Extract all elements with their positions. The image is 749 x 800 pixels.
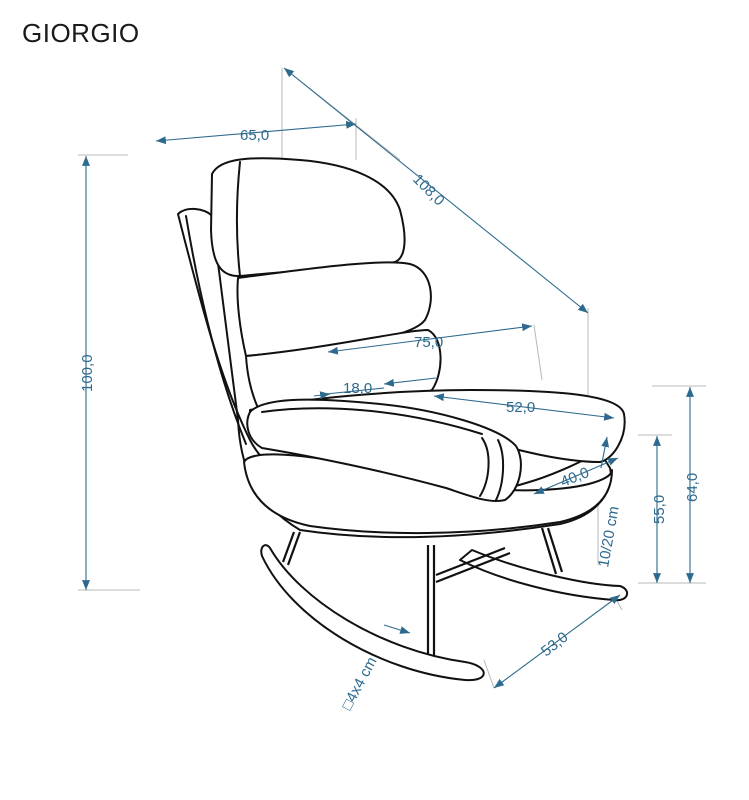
label-base-length: 53,0 [538, 629, 571, 660]
dim-line-seat-width [533, 457, 619, 495]
dim-line-base-length [493, 594, 621, 689]
headrest-cushion [210, 157, 406, 278]
label-width: 65,0 [240, 127, 269, 144]
label-leg-profile: □4x4 cm [339, 654, 381, 713]
chair-outline [177, 157, 629, 682]
dim-line-diagonal [283, 67, 589, 314]
dimension-labels: 65,0 108,0 100,0 75,0 18,0 52,0 40,0 10/… [79, 127, 701, 713]
leg-back-left [286, 531, 302, 566]
label-height-total: 100,0 [79, 354, 96, 392]
dim-line-armrest-height [325, 387, 385, 395]
rocker-rail-back [459, 549, 629, 602]
label-armrest-height: 18,0 [343, 380, 372, 397]
label-seat-depth: 52,0 [506, 399, 535, 416]
leg-back-right [546, 527, 564, 573]
label-armrest-depth: 75,0 [414, 334, 443, 351]
label-diagonal: 108,0 [409, 171, 448, 210]
label-arm-height: 64,0 [684, 473, 701, 502]
leg-brace [435, 546, 506, 577]
dim-line-seat-depth [433, 393, 615, 421]
dim-line-armrest-depth [327, 323, 533, 355]
label-seat-height: 55,0 [651, 495, 668, 524]
dim-line-leg-clearance [600, 436, 610, 469]
label-leg-clearance: 10/20 cm [595, 505, 622, 569]
rocker-rail-front [260, 544, 485, 682]
dim-line-leg-profile [383, 624, 411, 634]
product-title: GIORGIO [22, 18, 140, 48]
dimension-lines [82, 67, 694, 689]
